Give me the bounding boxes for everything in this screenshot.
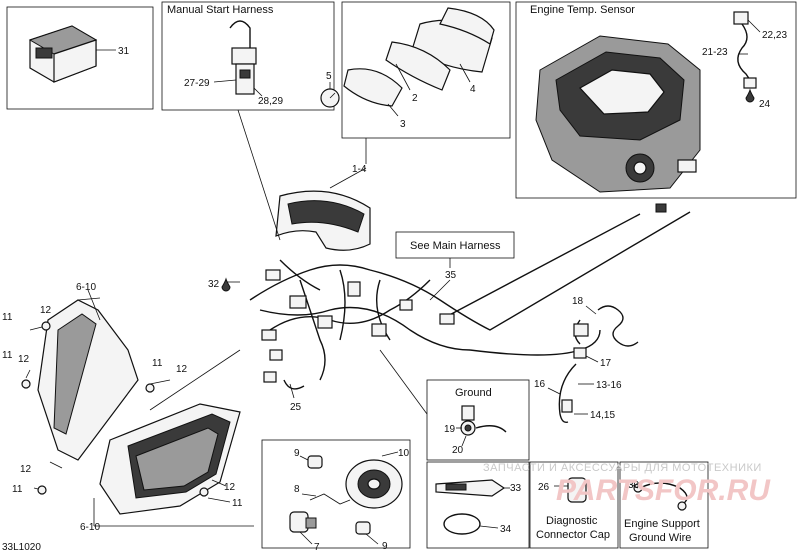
callout-11-b: 11 (2, 350, 13, 361)
callout-8: 8 (294, 484, 300, 495)
callout-1-4: 1-4 (352, 164, 367, 175)
engine-ground-wire-drawing (629, 482, 688, 511)
leader-ground (379, 349, 428, 415)
callout-11-c: 11 (152, 358, 163, 369)
ground-drawing (456, 405, 507, 447)
callout-11-a: 11 (2, 312, 13, 323)
panel-engine-temp-sensor (515, 1, 797, 199)
callout-20: 20 (452, 445, 464, 456)
watermark-text: ЗАПЧАСТИ И АКСЕССУАРЫ ДЛЯ МОТОТЕХНИКИ (483, 462, 762, 474)
callout-22-23: 22,23 (762, 30, 787, 41)
callout-9-b: 9 (382, 541, 388, 552)
callout-12-a: 12 (40, 305, 52, 316)
callout-12-b: 12 (18, 354, 30, 365)
panel-grease (426, 461, 530, 549)
engine-drawing (535, 11, 761, 193)
callout-12-c: 12 (176, 364, 188, 375)
callout-28-29: 28,29 (258, 96, 283, 107)
diagnostic-title-line2: Connector Cap (536, 529, 610, 541)
callout-17: 17 (600, 358, 612, 369)
watermark-brand: PARTSFOR.RU (556, 474, 771, 507)
gauge-exploded-drawing (320, 7, 495, 117)
panel-headlight-bulb (261, 439, 411, 549)
callout-30: 30 (628, 480, 640, 491)
panel-gauge (341, 1, 511, 139)
callout-6-10-top: 6-10 (76, 282, 96, 293)
callout-18: 18 (572, 296, 584, 307)
ground-title: Ground (455, 387, 492, 399)
callout-24: 24 (759, 99, 771, 110)
callout-35: 35 (445, 270, 457, 281)
tether-cord-drawing (547, 305, 639, 424)
callout-2: 2 (412, 93, 418, 104)
right-headlight-drawing (87, 289, 254, 527)
callout-19: 19 (444, 424, 456, 435)
callout-14-15: 14,15 (590, 410, 615, 421)
callout-4: 4 (470, 84, 476, 95)
callout-11-e: 11 (232, 498, 243, 509)
panel-ground (426, 379, 530, 461)
manual-start-harness-drawing (213, 20, 263, 97)
callout-25: 25 (290, 402, 302, 413)
callout-34: 34 (500, 524, 512, 535)
callout-16: 16 (534, 379, 546, 390)
panel-manual-start-harness (161, 1, 335, 111)
callout-9-a: 9 (294, 448, 300, 459)
callout-6-10-bottom: 6-10 (80, 522, 100, 533)
manual-start-harness-title: Manual Start Harness (167, 4, 274, 16)
gauge-assembly-drawing (275, 167, 371, 251)
callout-13-16: 13-16 (596, 380, 622, 391)
diagnostic-title-line1: Diagnostic (546, 515, 598, 527)
callout-31: 31 (118, 46, 130, 57)
callout-21-23: 21-23 (702, 47, 728, 58)
panel-diagnostic-cap (529, 461, 619, 549)
callout-7: 7 (314, 542, 320, 553)
panel-see-main-harness (395, 231, 515, 259)
left-headlight-drawing (21, 297, 139, 495)
callout-10: 10 (398, 448, 410, 459)
callout-3: 3 (400, 119, 406, 130)
callout-12-d: 12 (20, 464, 32, 475)
callout-33: 33 (510, 483, 522, 494)
callout-5: 5 (326, 71, 332, 82)
callout-27-29: 27-29 (184, 78, 210, 89)
headlight-bulb-drawing (289, 451, 403, 545)
engine-temp-sensor-title: Engine Temp. Sensor (530, 4, 635, 16)
callout-32: 32 (208, 279, 220, 290)
main-harness-drawing (221, 203, 691, 399)
panel-module-31 (6, 6, 154, 110)
leader-manual-start (237, 109, 281, 241)
engine-support-title-line1: Engine Support (624, 518, 700, 530)
engine-support-title-line2: Ground Wire (629, 532, 691, 544)
callout-12-e: 12 (224, 482, 236, 493)
callout-11-d: 11 (12, 484, 23, 495)
panel-engine-support-ground (619, 461, 709, 549)
grease-tube-drawing (435, 479, 510, 535)
diagram-code: 33L1020 (2, 542, 41, 553)
diagnostic-cap-drawing (554, 477, 587, 503)
callout-26: 26 (538, 482, 550, 493)
see-main-harness-title: See Main Harness (410, 240, 501, 252)
module-31-drawing (28, 25, 116, 83)
